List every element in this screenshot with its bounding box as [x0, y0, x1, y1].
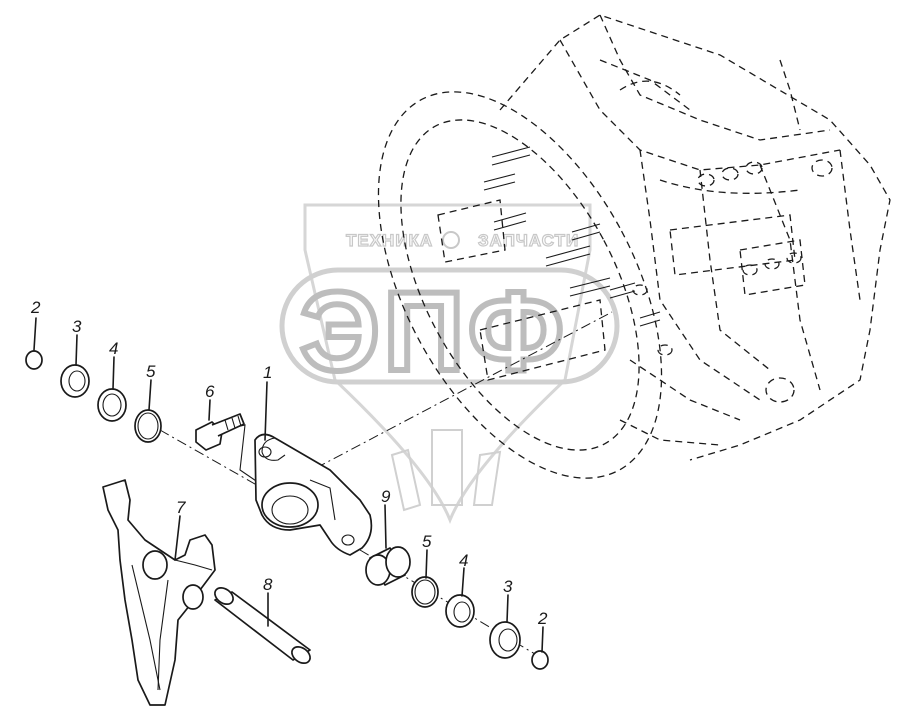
callout-8: 8 [263, 575, 273, 594]
left-parts-stack [25, 350, 162, 443]
watermark-right-text: ЗАПЧАСТИ [478, 231, 579, 250]
callout-4-right: 4 [459, 551, 468, 570]
callout-5-right: 5 [422, 532, 432, 551]
watermark-left-text: ТЕХНИКА [346, 231, 433, 250]
release-fork [102, 479, 216, 706]
transmission-housing [377, 14, 891, 479]
callout-2-right: 2 [537, 609, 548, 628]
release-lever [254, 433, 373, 556]
callout-9: 9 [381, 487, 391, 506]
callout-7: 7 [176, 498, 186, 517]
callout-3-left: 3 [72, 317, 82, 336]
shaft [214, 586, 311, 665]
callout-5-left: 5 [146, 362, 156, 381]
right-parts-stack [365, 546, 549, 670]
bolt [195, 413, 245, 451]
watermark: ТЕХНИКА ЗАПЧАСТИ ЭПФ [279, 203, 620, 525]
watermark-logo-text: ЭПФ [300, 269, 568, 394]
callout-6: 6 [205, 382, 215, 401]
leader-lines [33, 317, 544, 653]
callout-4-left: 4 [109, 339, 118, 358]
callout-1: 1 [263, 363, 272, 382]
callout-3-right: 3 [503, 577, 513, 596]
callout-2-left: 2 [30, 298, 41, 317]
callout-labels: 1 2 2 3 3 4 4 5 5 6 7 8 9 [30, 298, 548, 628]
gear-icon [442, 231, 460, 249]
